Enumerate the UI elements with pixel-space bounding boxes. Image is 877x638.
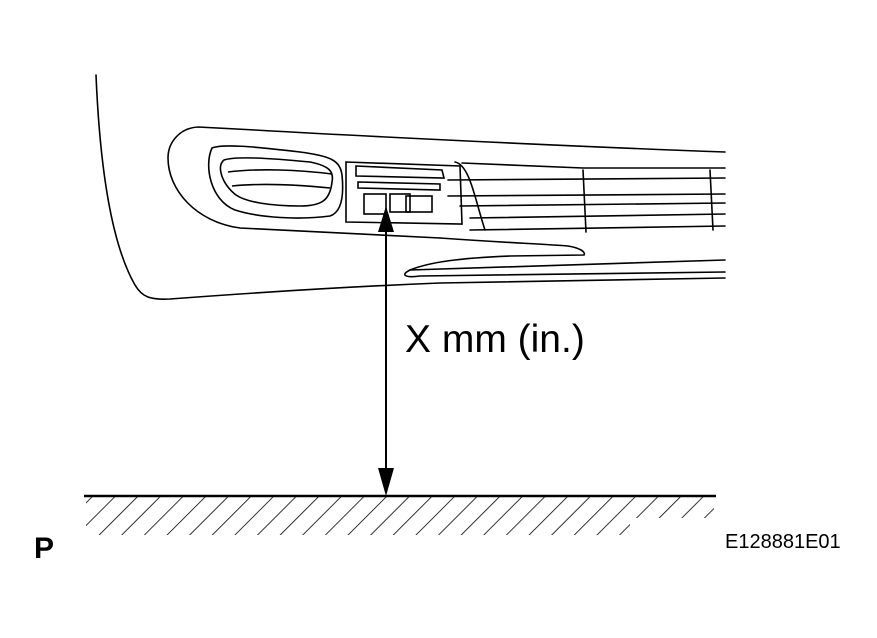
fog-lamp-housing bbox=[207, 145, 344, 219]
view-letter: P bbox=[34, 532, 55, 565]
front-bumper-outline bbox=[95, 74, 726, 300]
measurement-label: X mm (in.) bbox=[405, 318, 585, 361]
ground-surface bbox=[84, 494, 720, 538]
arrow-head-up bbox=[378, 206, 394, 232]
measurement-bracket bbox=[345, 161, 463, 225]
arrow-head-down bbox=[378, 468, 394, 496]
dimension-arrow bbox=[378, 206, 394, 496]
figure-code: E128881E01 bbox=[725, 531, 841, 553]
